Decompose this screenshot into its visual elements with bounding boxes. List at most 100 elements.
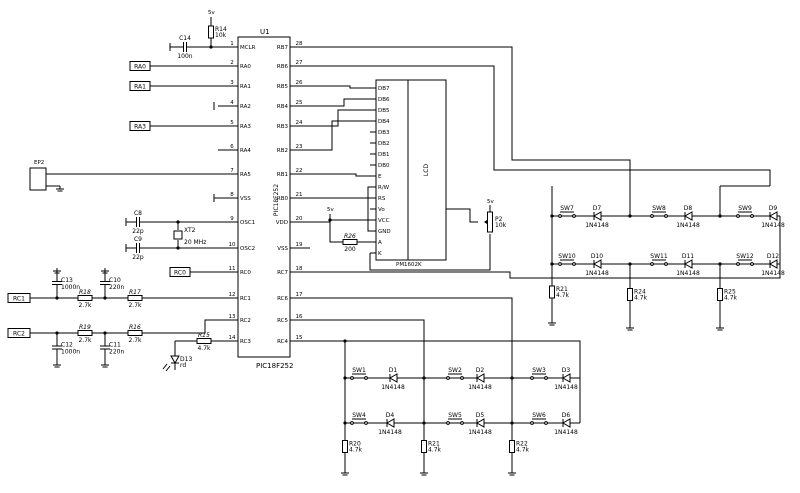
c11-capacitor-ref: C11 bbox=[109, 342, 121, 349]
wire bbox=[310, 65, 771, 186]
mcu-part: PIC18F252 bbox=[273, 184, 280, 216]
junction-dot bbox=[510, 421, 514, 425]
mcu-pin-num: 2 bbox=[230, 60, 234, 66]
r15-resistor-ref: R15 bbox=[198, 332, 210, 339]
switch-contact bbox=[530, 376, 534, 380]
mcu-pin-name: RA4 bbox=[240, 148, 251, 154]
wire bbox=[310, 173, 370, 177]
diode-value: 1N4148 bbox=[381, 384, 405, 391]
switch-ref: SW3 bbox=[532, 367, 546, 374]
lcd-pin-name: RS bbox=[378, 196, 386, 202]
diode bbox=[768, 211, 778, 221]
diode-value: 1N4148 bbox=[378, 429, 402, 436]
diode-ref: D2 bbox=[476, 367, 485, 374]
r19-resistor-ref: R19 bbox=[79, 324, 91, 331]
lcd-pin-name: Vo bbox=[378, 207, 385, 213]
mcu-pin-num: 22 bbox=[296, 168, 303, 174]
c9-capacitor-value: 22p bbox=[132, 254, 144, 261]
mcu-pin-num: 20 bbox=[296, 216, 303, 222]
r16-resistor-ref: R16 bbox=[129, 324, 141, 331]
mcu-pin-num: 17 bbox=[296, 292, 303, 298]
lcd-pin-name: DB7 bbox=[378, 86, 390, 92]
lcd-pin-name: E bbox=[378, 174, 382, 180]
r17-resistor-ref: R17 bbox=[129, 289, 141, 296]
switch-contact bbox=[350, 421, 354, 425]
c8-capacitor-value: 22p bbox=[132, 228, 144, 235]
wire bbox=[310, 98, 370, 107]
led-arrow bbox=[162, 363, 168, 370]
lcd-pin-name: DB1 bbox=[378, 152, 390, 158]
switch-ref: SW7 bbox=[560, 205, 574, 212]
switch-contact bbox=[750, 214, 754, 218]
mcu-pin-num: 11 bbox=[229, 266, 236, 272]
mcu-pin-name: RA0 bbox=[240, 64, 251, 70]
mcu-pin-num: 15 bbox=[296, 335, 303, 341]
switch-ref: SW6 bbox=[532, 412, 546, 419]
mcu-pin-num: 19 bbox=[296, 242, 303, 248]
junction-dot bbox=[422, 376, 426, 380]
r14-resistor-ref: R14 bbox=[215, 26, 227, 33]
r16-resistor-value: 2.7k bbox=[128, 337, 142, 344]
mcu-pin-num: 26 bbox=[296, 80, 303, 86]
diode-value: 1N4148 bbox=[676, 222, 700, 229]
mcu-pin-num: 14 bbox=[229, 335, 236, 341]
diode-ref: D5 bbox=[476, 412, 485, 419]
junction-dot bbox=[343, 421, 347, 425]
switch-ref: SW10 bbox=[558, 253, 576, 260]
junction-dot bbox=[103, 331, 107, 335]
switch-contact bbox=[664, 262, 668, 266]
junction-dot bbox=[103, 296, 107, 300]
mcu-pin-num: 16 bbox=[296, 314, 303, 320]
r16-resistor bbox=[127, 330, 143, 336]
r17-resistor bbox=[127, 295, 143, 301]
netlabel-ra3 bbox=[129, 121, 151, 131]
r21-resistor-ref: R21 bbox=[428, 441, 440, 448]
switch-contact bbox=[350, 376, 354, 380]
c8-capacitor-ref: C8 bbox=[134, 210, 142, 217]
r20-resistor-ref: R20 bbox=[349, 441, 361, 448]
lcd-pin-name: DB3 bbox=[378, 130, 390, 136]
mcu-pin-num: 5 bbox=[230, 120, 234, 126]
mcu-pin-num: 9 bbox=[230, 216, 234, 222]
switch-ref: SW2 bbox=[448, 367, 462, 374]
lcd-pin-name: DB6 bbox=[378, 97, 390, 103]
c13-capacitor-value: 1000n bbox=[61, 284, 80, 291]
c12-capacitor-value: 1000n bbox=[61, 349, 80, 356]
diode-ref: D3 bbox=[562, 367, 571, 374]
diode-value: 1N4148 bbox=[468, 384, 492, 391]
lcd-pin-name: K bbox=[378, 251, 382, 257]
switch-contact bbox=[736, 262, 740, 266]
diode-ref: D7 bbox=[593, 205, 602, 212]
wire bbox=[310, 319, 425, 378]
diode-ref: D11 bbox=[682, 253, 694, 260]
diode-value: 1N4148 bbox=[761, 222, 785, 229]
switch-contact bbox=[460, 376, 464, 380]
mcu-pin-name: RA2 bbox=[240, 104, 251, 110]
mcu-pin-num: 27 bbox=[296, 60, 303, 66]
mcu-pin-num: 3 bbox=[230, 80, 234, 86]
r19-resistor bbox=[77, 330, 93, 336]
junction-dot bbox=[176, 220, 180, 224]
switch-ref: SW8 bbox=[652, 205, 666, 212]
switch-ref: SW12 bbox=[736, 253, 754, 260]
switch-contact bbox=[650, 214, 654, 218]
junction-dot bbox=[209, 45, 213, 49]
switch-contact bbox=[544, 421, 548, 425]
diode-value: 1N4148 bbox=[761, 270, 785, 277]
netlabel-ra1 bbox=[129, 81, 151, 91]
mcu-pin-num: 10 bbox=[229, 242, 236, 248]
mcu-pin-num: 6 bbox=[230, 144, 234, 150]
diode bbox=[388, 373, 398, 383]
mcu-pin-num: 25 bbox=[296, 100, 303, 106]
r14-resistor-value: 10k bbox=[215, 32, 227, 39]
junction-dot bbox=[550, 262, 554, 266]
wire bbox=[310, 219, 370, 223]
r26-resistor bbox=[342, 239, 358, 245]
netlabel-ra0-text: RA0 bbox=[134, 64, 146, 71]
switch-contact bbox=[530, 421, 534, 425]
mcu-pin-num: 12 bbox=[229, 292, 236, 298]
netlabel-ra0 bbox=[129, 61, 151, 71]
junction-dot bbox=[55, 296, 59, 300]
diode bbox=[592, 211, 602, 221]
switch-ref: SW5 bbox=[448, 412, 462, 419]
